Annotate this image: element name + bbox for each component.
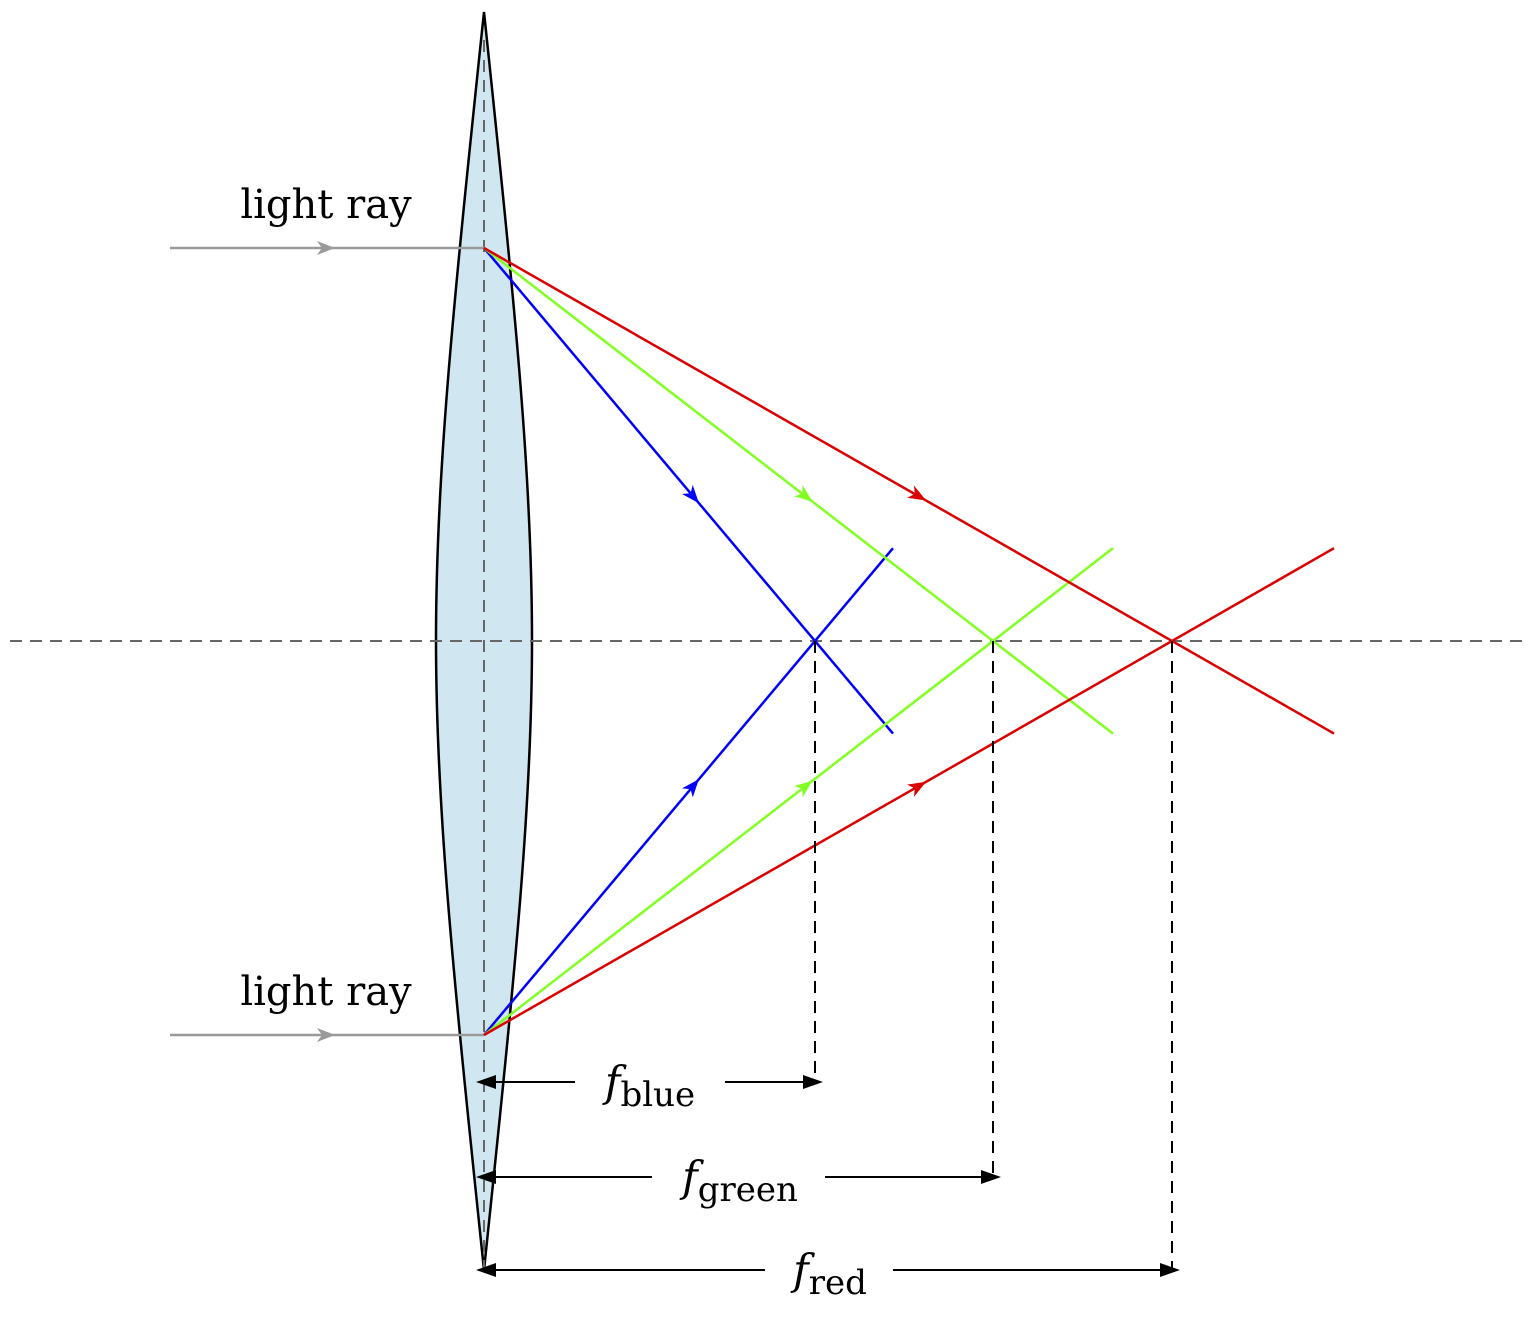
blue-ray-top — [483, 247, 894, 735]
f-green-label: fgreen — [679, 1152, 798, 1210]
red-ray-bottom — [483, 547, 1335, 1037]
dimension-arrow-left-icon — [476, 1075, 496, 1089]
ray-direction-arrow-icon — [794, 780, 813, 798]
ray-direction-arrow-icon — [317, 241, 335, 255]
dimension-arrow-right-icon — [803, 1075, 823, 1089]
f-subscript: red — [809, 1263, 867, 1303]
ray-direction-arrow-icon — [682, 779, 699, 798]
ray-direction-arrow-icon — [794, 485, 813, 502]
red-ray-top — [483, 246, 1335, 735]
ray-direction-arrow-icon — [907, 485, 927, 501]
f-subscript: green — [698, 1170, 798, 1210]
f-red-label: fred — [790, 1245, 867, 1303]
dimension-arrow-left-icon — [476, 1263, 496, 1277]
top-light-ray-label: light ray — [240, 182, 412, 228]
green-ray-bottom — [483, 547, 1114, 1036]
dimension-arrow-right-icon — [981, 1170, 1001, 1184]
dimension-arrow-right-icon — [1160, 1263, 1180, 1277]
green-ray-top — [483, 247, 1114, 735]
dimension-arrow-left-icon — [476, 1170, 496, 1184]
f-blue-label: fblue — [602, 1057, 695, 1115]
blue-ray-bottom — [483, 547, 894, 1036]
f-subscript: blue — [620, 1075, 695, 1115]
bottom-light-ray-label: light ray — [240, 969, 412, 1015]
ray-direction-arrow-icon — [907, 781, 927, 797]
ray-direction-arrow-icon — [317, 1028, 335, 1042]
ray-direction-arrow-icon — [682, 484, 699, 504]
